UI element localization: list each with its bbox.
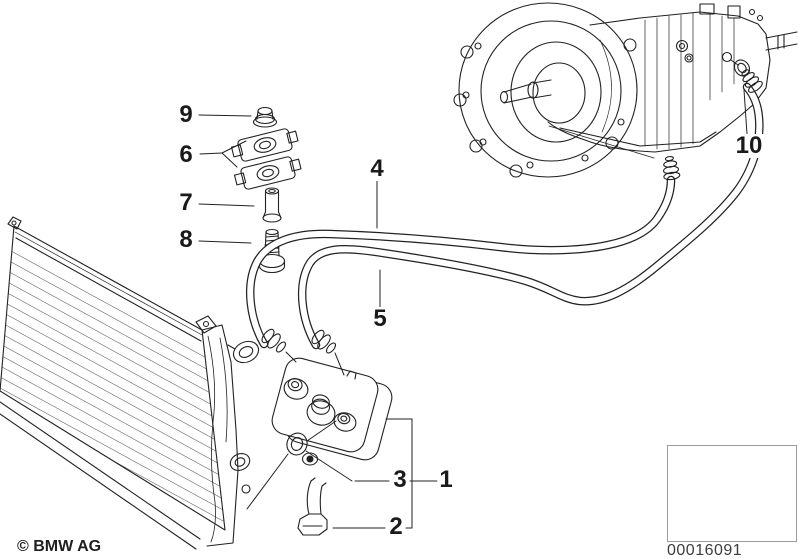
callout-4[interactable]: 4 [368,155,386,182]
pipe-fitting-transmission-upper [741,69,763,93]
callout-1[interactable]: 1 [437,466,455,493]
callout-8[interactable]: 8 [177,226,195,253]
radiator-lower-neck [229,453,251,471]
callout-7[interactable]: 7 [177,189,195,216]
radiator-upper-neck [232,340,260,364]
input-shaft [499,79,552,104]
clamp-brackets-drawing [230,128,302,190]
o-ring-cooler-drawing [286,432,308,456]
callout-10[interactable]: 10 [733,132,765,159]
oil-cooler-pipe-upper-drawing [246,175,676,349]
callout-2[interactable]: 2 [387,513,405,540]
callout-9[interactable]: 9 [177,101,195,128]
mounting-clip-drawing [297,477,328,536]
output-shaft [765,31,798,51]
callout-5[interactable]: 5 [371,305,389,332]
car-locator-box [667,445,797,542]
copyright-text: © BMW AG [17,538,102,555]
callout-3[interactable]: 3 [391,466,409,493]
radiator-drawing [0,216,260,550]
o-ring-transmission-drawing [733,59,751,77]
spacer-sleeve-drawing [262,187,282,223]
callout-6[interactable]: 6 [177,141,195,168]
pipe-fitting-transmission-lower [663,156,681,181]
pipe-fitting-cooler-left [261,328,287,353]
cap-nut-drawing [252,106,278,128]
transmission-oil-port [721,51,733,63]
transmission-drawing [453,2,798,178]
oil-cooler-drawing [271,357,393,466]
pipe-fitting-cooler-right [311,329,337,354]
diagram-number: 00016091 [667,542,743,559]
callout-leader-lines [198,59,748,529]
